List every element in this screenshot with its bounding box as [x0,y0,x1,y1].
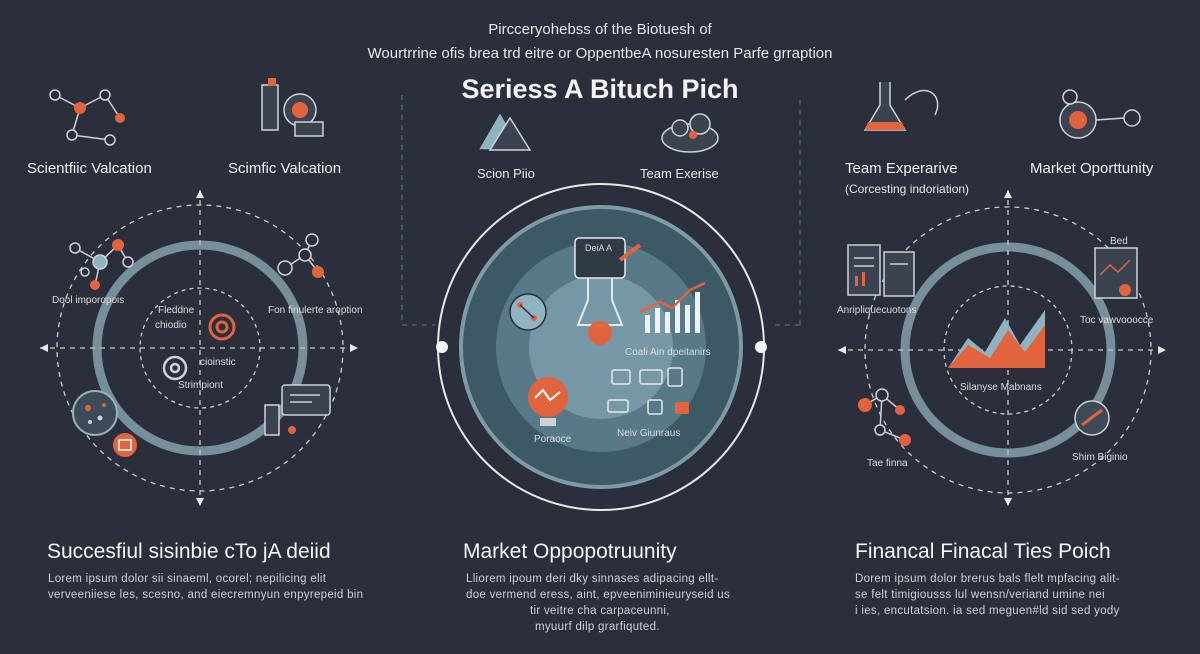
label-team-experience-sub: (Corcesting indoriation) [845,182,970,196]
center-body-line-2: doe vermend eress, aint, epveeniminieury… [466,589,731,601]
left-inner-label-2: chiodio [155,320,187,331]
center-body-line-1: Lliorem ipoum deri dky sinnases adipacin… [466,573,719,585]
molecule-icon-3 [858,388,911,446]
cloud-network-icon [661,113,719,153]
center-badge: DeiA A [585,243,613,253]
right-label-bl: Tae finna [867,458,908,469]
revenue-chart-icon [948,310,1045,368]
label-scion: Scion Piio [477,166,535,181]
petri-dish-icon [72,390,137,457]
right-label-br: Shim Biginio [1072,452,1128,463]
left-label-tl: Dool imporopois [52,295,125,306]
flask-icon [574,237,642,345]
idea-bulb-icon [528,377,568,426]
molecule-icon-center [509,293,547,331]
label-market-opportunity: Market Oporttunity [1030,160,1154,177]
growth-chart-icon [639,281,706,333]
beaker-icon [863,82,939,131]
center-section-heading: Market Oppopotruunity [463,540,677,563]
molecule-icon-2 [277,233,324,278]
right-body-line-3: i ies, encutatsion. ia sed meguen#ld sid… [855,605,1120,617]
page-title: Seriess A Bituch Pich [461,74,739,104]
center-body-line-3: tir veitre cha carpaceunni, [530,605,670,617]
left-diagram [40,190,358,506]
molecule-icon [69,239,134,290]
left-inner-label-1: Fleddne [158,305,195,316]
center-label-right: Neiv Giunraus [617,428,681,439]
right-label-center: Silanyse Mabnans [960,382,1042,393]
triangle-logo-icon [476,110,532,151]
lab-monitor-icon [264,384,331,436]
left-label-tr: Fon finulerte aroption [268,305,363,316]
center-label-left: Poraoce [534,434,572,445]
subtitle-line-1: Pircceryohebss of the Biotuesh of [488,21,712,38]
right-body-line-2: se felt timigiousss lul wensn/veriand um… [855,589,1105,601]
market-target-icon [1059,89,1141,139]
lab-equipment-icon [261,78,324,137]
left-body-line-1: Lorem ipsum dolor sii sinaeml, ocorel; n… [48,573,327,585]
document-icon [847,244,915,297]
center-body-line-4: myuurf dilp grarfiquted. [535,621,660,633]
device-icons [607,367,689,415]
label-scientific-validation-1: Scientfiic Valcation [27,160,152,177]
right-label-tr: Bed [1110,236,1128,247]
center-diagram [436,183,767,511]
top-icons [49,78,1141,153]
left-inner-label-4: Strimpiont [178,380,224,391]
center-label-chart: Coali Ain dpeitanirs [625,347,711,358]
gear-icon [208,313,236,341]
subtitle-line-2: Wourtrrine ofis brea trd eitre or Oppent… [367,45,833,62]
right-section-heading: Financal Finacal Ties Poich [855,540,1111,563]
left-inner-label-3: cioinstic [200,357,236,368]
label-team-experience: Team Experarive [845,160,958,177]
divider-lines [401,95,801,326]
network-icon [49,89,125,146]
left-section-heading: Succesfiul sisinbie cTo jA deiid [47,540,331,563]
gear-icon-small [162,355,188,381]
left-body-line-2: verveeniiese les, scesno, and eiecremnyu… [48,589,364,601]
report-icon [1094,247,1138,299]
right-label-tl: Anripliquecuotons [837,305,917,316]
right-diagram [838,190,1166,506]
label-team-expertise: Team Exerise [640,166,719,181]
right-label-r: Toc vawvooocce [1080,315,1154,326]
right-body-line-1: Dorem ipsum dolor brerus bals flelt mpfa… [855,573,1120,585]
label-scientific-validation-2: Scimfic Valcation [228,160,342,177]
microscope-dish-icon [1074,400,1110,436]
